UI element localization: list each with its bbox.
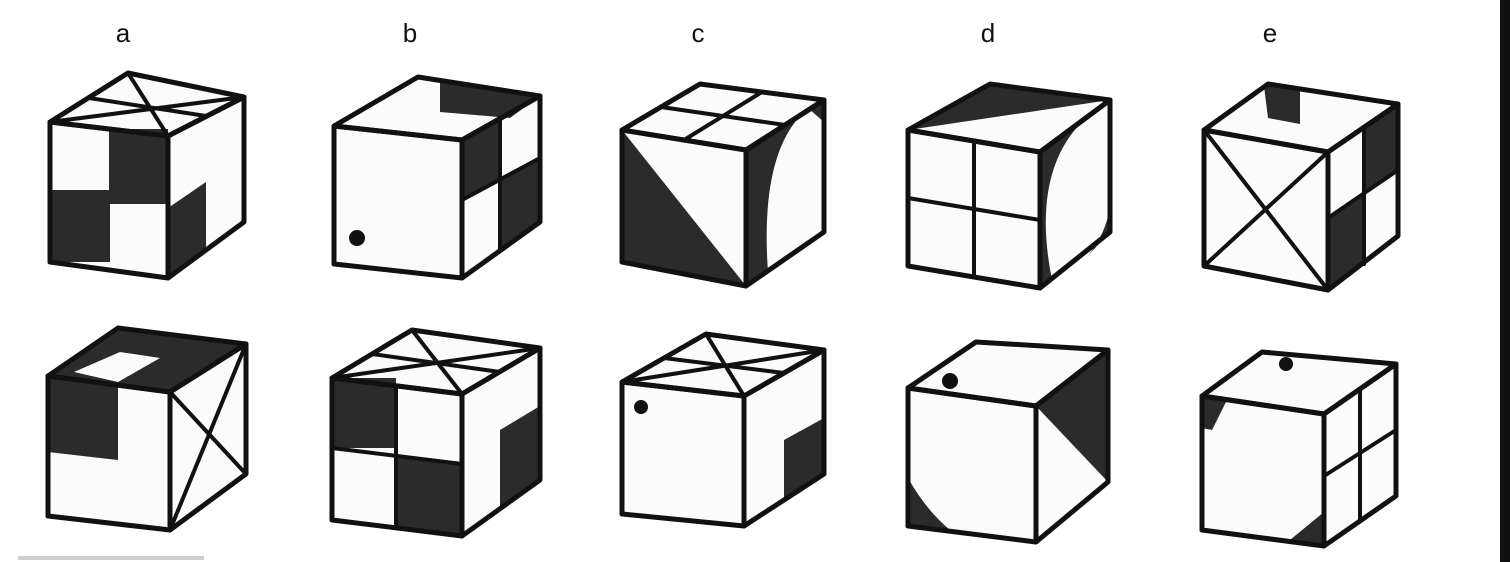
cube-d-top — [905, 81, 1113, 291]
column-label-a: a — [115, 18, 131, 48]
column-label-c: c — [691, 18, 705, 48]
cube-e-bottom — [1199, 349, 1399, 549]
cube-b-bottom — [329, 327, 543, 539]
column-label-d: d — [980, 18, 996, 48]
cube-d-bottom — [905, 339, 1111, 545]
column-label-e: e — [1262, 18, 1278, 48]
scan-edge — [1500, 0, 1510, 562]
scan-artifact-bar — [18, 556, 204, 560]
cube-a-top — [47, 70, 247, 281]
column-label-b: b — [402, 18, 418, 48]
cube-c-top — [619, 81, 827, 289]
cube-c-bottom — [619, 331, 827, 529]
cube-e-top — [1201, 81, 1401, 293]
cube-a-bottom — [45, 325, 249, 533]
cube-b-top — [331, 74, 543, 281]
